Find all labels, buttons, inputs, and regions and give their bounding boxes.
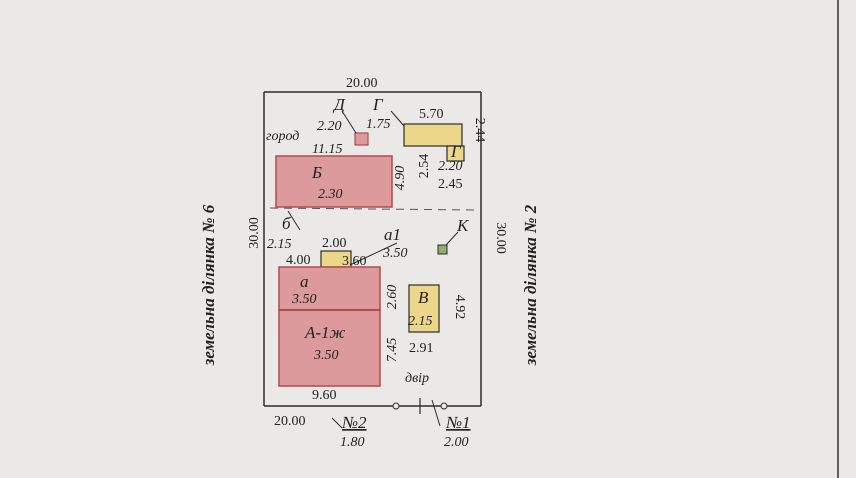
building-d bbox=[354, 132, 369, 146]
building-g bbox=[403, 123, 463, 147]
plot-bottom-width: 20.00 bbox=[274, 414, 306, 429]
building-g-inner bbox=[446, 145, 465, 162]
building-a-letter: а bbox=[300, 272, 309, 291]
building-a bbox=[278, 266, 381, 311]
gate-n1-label: №1 bbox=[445, 413, 471, 432]
building-d-letter: Д bbox=[332, 95, 346, 114]
plot-left-depth: 30.00 bbox=[247, 217, 262, 249]
building-v-height: 2.15 bbox=[408, 314, 433, 329]
building-b-small-height: 2.15 bbox=[267, 237, 292, 252]
well-k-letter: К bbox=[456, 216, 470, 235]
building-v-width: 2.91 bbox=[409, 341, 434, 356]
garden-label: город bbox=[266, 129, 299, 144]
building-a-depth: 2.60 bbox=[385, 285, 400, 310]
building-a1-depth: 3.60 bbox=[342, 254, 367, 269]
building-g-inner-letter: Г bbox=[450, 142, 462, 161]
building-a1-width: 2.00 bbox=[322, 236, 347, 251]
building-a-main bbox=[278, 309, 381, 387]
neighbor-left-label: земельна ділянка № 6 bbox=[199, 204, 218, 366]
building-g-depth: 2.44 bbox=[472, 118, 487, 143]
building-g-inner-height: 2.20 bbox=[438, 159, 463, 174]
building-g-letter: Г bbox=[372, 95, 384, 114]
building-g-width: 5.70 bbox=[419, 107, 444, 122]
neighbor-right-label: земельна ділянка № 2 bbox=[521, 204, 540, 366]
building-a1-height: 3.50 bbox=[382, 246, 408, 261]
gate-post bbox=[440, 402, 448, 410]
gate-n2-width: 1.80 bbox=[340, 435, 365, 450]
well-k bbox=[437, 244, 448, 255]
plot-boundary bbox=[263, 91, 482, 407]
building-a-main-letter: А-1ж bbox=[304, 323, 346, 342]
building-a-width: 4.00 bbox=[286, 253, 311, 268]
building-a-main-width: 9.60 bbox=[312, 388, 337, 403]
building-v bbox=[408, 284, 440, 333]
plot-right-depth: 30.00 bbox=[493, 222, 508, 254]
building-a-height: 3.50 bbox=[291, 292, 317, 307]
yard-label: двір bbox=[405, 371, 429, 386]
gate-post bbox=[392, 402, 400, 410]
building-b-depth: 4.90 bbox=[393, 166, 408, 191]
building-b-height: 2.30 bbox=[318, 187, 343, 202]
building-a-main-height: 3.50 bbox=[313, 348, 339, 363]
building-d-height: 2.20 bbox=[317, 119, 342, 134]
building-b-width: 11.15 bbox=[312, 142, 342, 157]
building-b bbox=[275, 155, 393, 208]
gate-n2-label: №2 bbox=[341, 413, 367, 432]
building-v-letter: В bbox=[418, 288, 429, 307]
gate-n1-width: 2.00 bbox=[444, 435, 469, 450]
plot-top-width: 20.00 bbox=[346, 76, 378, 91]
building-a1-letter: а1 bbox=[384, 225, 401, 244]
building-g-inner-width: 2.45 bbox=[438, 177, 463, 192]
building-v-depth: 4.92 bbox=[452, 295, 467, 320]
building-g-height: 1.75 bbox=[366, 117, 391, 132]
building-b-letter: Б bbox=[311, 163, 322, 182]
garden-yard-divider bbox=[269, 207, 479, 211]
building-g-inner-depth: 2.54 bbox=[417, 154, 432, 179]
building-b-small-letter: б bbox=[282, 214, 291, 233]
building-a-main-depth: 7.45 bbox=[385, 338, 400, 363]
